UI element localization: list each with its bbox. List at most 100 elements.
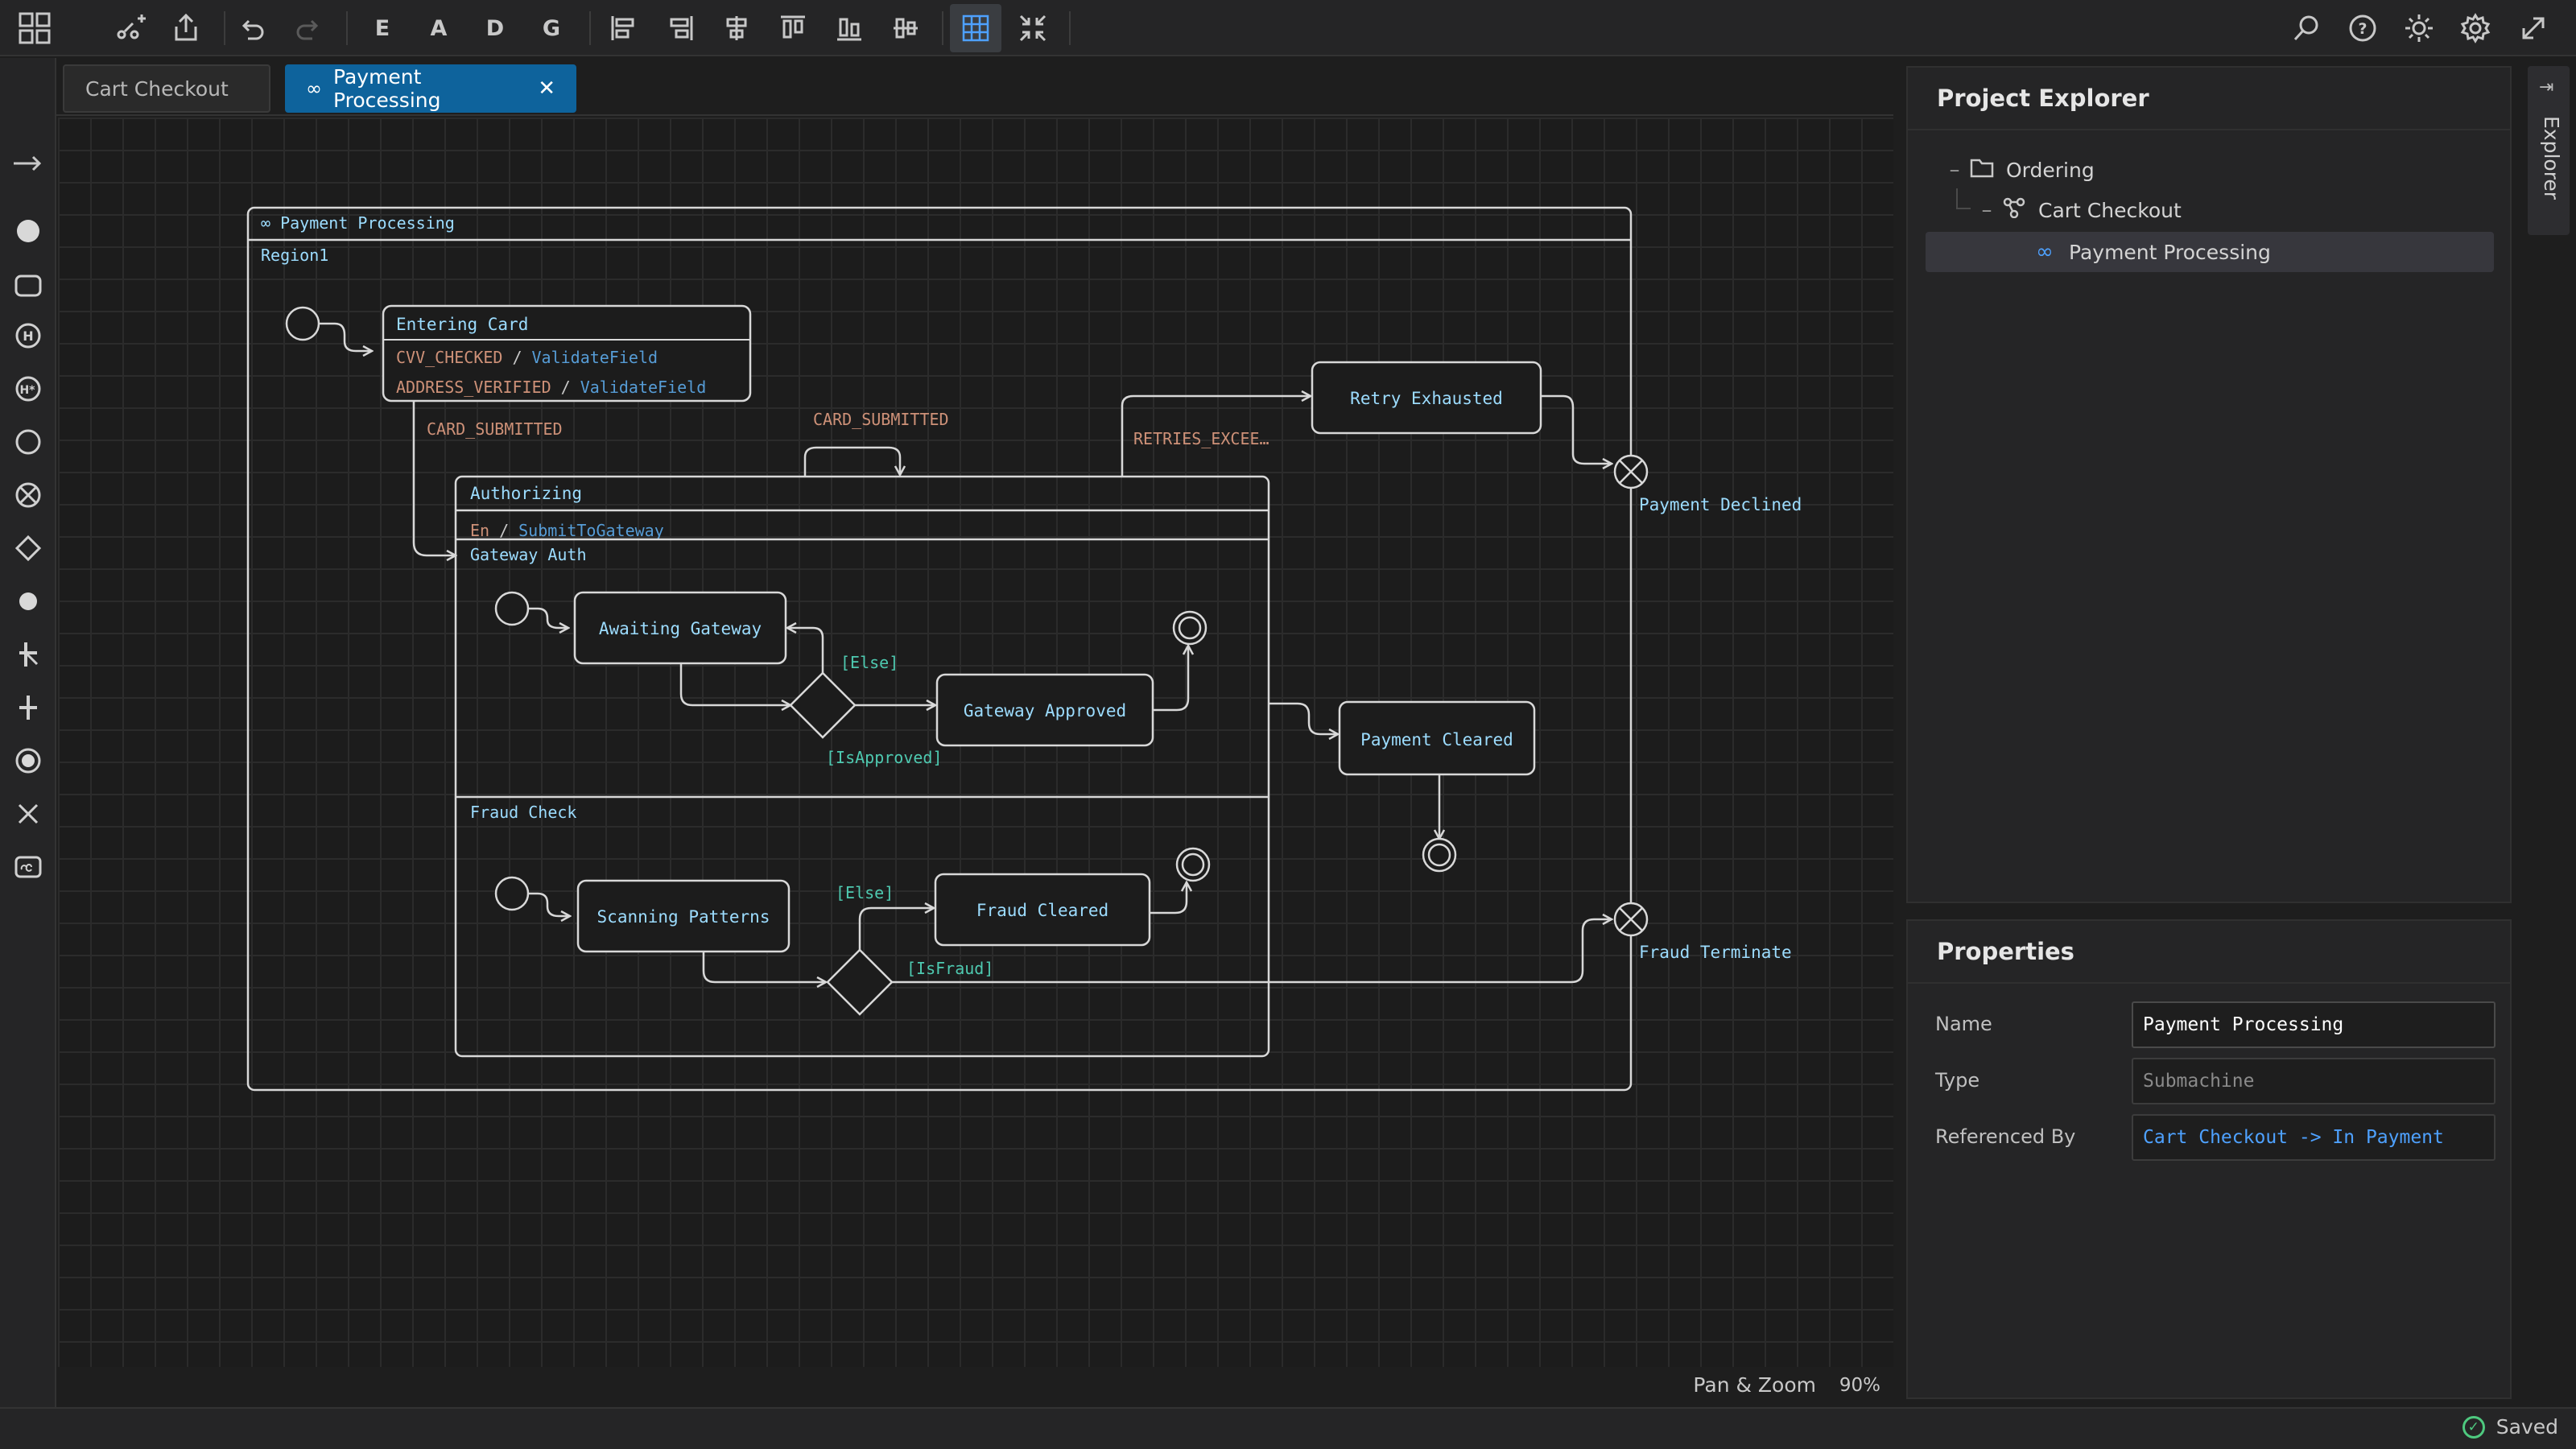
- collapse-panel-icon[interactable]: ⇥: [2539, 77, 2554, 97]
- state-fraud-cleared[interactable]: Fraud Cleared: [934, 873, 1151, 947]
- settings-gear-icon[interactable]: [2454, 8, 2497, 48]
- choice-gateway[interactable]: [789, 671, 857, 739]
- add-statemachine-icon[interactable]: [109, 8, 153, 48]
- align-center-icon[interactable]: [715, 8, 758, 48]
- exit-point-tool-icon[interactable]: [6, 473, 50, 517]
- state-entering-card[interactable]: Entering Card CVV_CHECKED/ValidateField …: [382, 304, 752, 402]
- folder-icon: [1966, 157, 1998, 183]
- transition-else-loop[interactable]: [787, 628, 824, 673]
- layout-d-button[interactable]: D: [485, 15, 505, 41]
- join-tool-icon[interactable]: [6, 686, 50, 729]
- state-tool-icon[interactable]: [6, 264, 50, 308]
- property-name-row: Name Payment Processing: [1935, 1001, 2496, 1050]
- transition-initial-to-scanning[interactable]: [528, 892, 570, 916]
- transition-to-payment-declined[interactable]: [1541, 394, 1612, 464]
- save-status: ✓ Saved: [2462, 1415, 2558, 1439]
- transition-card-submitted[interactable]: [412, 401, 456, 555]
- theme-sun-icon[interactable]: [2397, 8, 2441, 48]
- choice-tool-icon[interactable]: [6, 526, 50, 570]
- transition-else-fraud[interactable]: [858, 908, 934, 950]
- transition-to-payment-cleared[interactable]: [1269, 702, 1338, 734]
- tab-payment-processing[interactable]: ∞ Payment Processing ✕: [285, 64, 576, 113]
- final-state-fraud[interactable]: [1175, 847, 1211, 882]
- state-awaiting-gateway[interactable]: Awaiting Gateway: [573, 591, 787, 665]
- state-payment-cleared[interactable]: Payment Cleared: [1338, 700, 1536, 776]
- transition-to-final-gateway[interactable]: [1153, 646, 1188, 712]
- state-name: Entering Card: [396, 315, 528, 334]
- transition-to-final-fraud[interactable]: [1150, 882, 1187, 914]
- interaction-mode[interactable]: Pan & Zoom: [1693, 1373, 1816, 1397]
- initial-pseudostate[interactable]: [285, 306, 320, 341]
- transition-initial-to-entering-card[interactable]: [319, 322, 372, 351]
- search-icon[interactable]: [2285, 8, 2328, 48]
- choice-fraud[interactable]: [826, 948, 894, 1016]
- document-tabs: Cart Checkout ∞ Payment Processing ✕: [56, 58, 1893, 116]
- initial-pseudostate-fraud[interactable]: [494, 876, 530, 911]
- exit-point-fraud-terminate[interactable]: [1613, 902, 1649, 937]
- property-label: Referenced By: [1935, 1125, 2076, 1148]
- explorer-side-tab[interactable]: ⇥ Explorer: [2528, 66, 2570, 235]
- shallow-history-tool-icon[interactable]: H: [6, 314, 50, 357]
- layout-e-button[interactable]: E: [374, 15, 390, 41]
- state-gateway-approved[interactable]: Gateway Approved: [935, 673, 1154, 747]
- name-field[interactable]: Payment Processing: [2132, 1001, 2496, 1048]
- state-name: Fraud Cleared: [976, 901, 1108, 920]
- submachine-title: ∞ Payment Processing: [261, 213, 455, 233]
- redo-icon[interactable]: [287, 8, 330, 48]
- export-icon[interactable]: [164, 8, 208, 48]
- layout-a-button[interactable]: A: [430, 15, 448, 41]
- submachine-container[interactable]: ∞ Payment Processing Region1: [246, 206, 1633, 1092]
- save-status-text: Saved: [2496, 1415, 2558, 1439]
- expand-window-icon[interactable]: [2512, 8, 2555, 48]
- tree-item-ordering[interactable]: – Ordering: [1926, 150, 2494, 190]
- deep-history-tool-icon[interactable]: H*: [6, 367, 50, 411]
- transition-self-card-submitted[interactable]: [803, 446, 900, 477]
- tab-cart-checkout[interactable]: Cart Checkout: [63, 64, 270, 113]
- layout-g-button[interactable]: G: [542, 15, 561, 41]
- transition-scanning-to-choice[interactable]: [702, 952, 826, 982]
- project-explorer-panel: Project Explorer – Ordering – Cart Check…: [1906, 66, 2512, 903]
- initial-state-tool-icon[interactable]: [6, 209, 50, 253]
- final-state-top[interactable]: [1422, 837, 1457, 873]
- type-field: Submachine: [2132, 1058, 2496, 1104]
- svg-text:H: H: [23, 328, 33, 344]
- collapse-toggle[interactable]: –: [1949, 158, 1960, 182]
- submachine-tool-icon[interactable]: [6, 845, 50, 889]
- final-state-tool-icon[interactable]: [6, 739, 50, 782]
- align-bottom-icon[interactable]: [828, 8, 871, 48]
- transition-is-fraud[interactable]: [892, 919, 1612, 984]
- terminate-tool-icon[interactable]: [6, 792, 50, 836]
- transition-tool-icon[interactable]: [6, 142, 50, 185]
- align-top-icon[interactable]: [771, 8, 815, 48]
- align-right-icon[interactable]: [658, 8, 702, 48]
- property-label: Name: [1935, 1013, 1992, 1035]
- initial-pseudostate-gateway[interactable]: [494, 591, 530, 626]
- final-state-gateway[interactable]: [1172, 610, 1208, 646]
- tree-item-cart-checkout[interactable]: – Cart Checkout: [1926, 190, 2494, 230]
- fork-tool-icon[interactable]: [6, 633, 50, 676]
- align-middle-icon[interactable]: [884, 8, 927, 48]
- transition-awaiting-to-choice[interactable]: [679, 663, 791, 705]
- state-retry-exhausted[interactable]: Retry Exhausted: [1311, 361, 1542, 435]
- transition-retries-exceeded[interactable]: [1121, 396, 1311, 477]
- grid-toggle-icon[interactable]: [950, 4, 1001, 52]
- diagram-canvas[interactable]: ∞ Payment Processing Region1 Entering Ca…: [58, 118, 1893, 1367]
- zoom-level[interactable]: 90%: [1839, 1375, 1880, 1396]
- exit-point-payment-declined[interactable]: [1613, 454, 1649, 489]
- state-authorizing[interactable]: Authorizing En/SubmitToGateway Gateway A…: [454, 475, 1270, 1058]
- help-icon[interactable]: ?: [2341, 8, 2384, 48]
- app-grid-icon[interactable]: [13, 8, 56, 48]
- fit-to-screen-icon[interactable]: [1011, 8, 1055, 48]
- tree-item-payment-processing[interactable]: ∞ Payment Processing: [1926, 232, 2494, 272]
- state-scanning-patterns[interactable]: Scanning Patterns: [576, 879, 791, 953]
- tab-label: Cart Checkout: [85, 76, 229, 101]
- undo-icon[interactable]: [230, 8, 274, 48]
- collapse-toggle[interactable]: –: [1981, 198, 1992, 222]
- referenced-by-link[interactable]: Cart Checkout -> In Payment: [2132, 1114, 2496, 1161]
- svg-text:H*: H*: [19, 384, 35, 397]
- close-tab-icon[interactable]: ✕: [538, 76, 555, 101]
- junction-tool-icon[interactable]: [6, 580, 50, 623]
- align-left-icon[interactable]: [602, 8, 646, 48]
- entry-point-tool-icon[interactable]: [6, 420, 50, 464]
- transition-initial-to-awaiting[interactable]: [528, 607, 568, 628]
